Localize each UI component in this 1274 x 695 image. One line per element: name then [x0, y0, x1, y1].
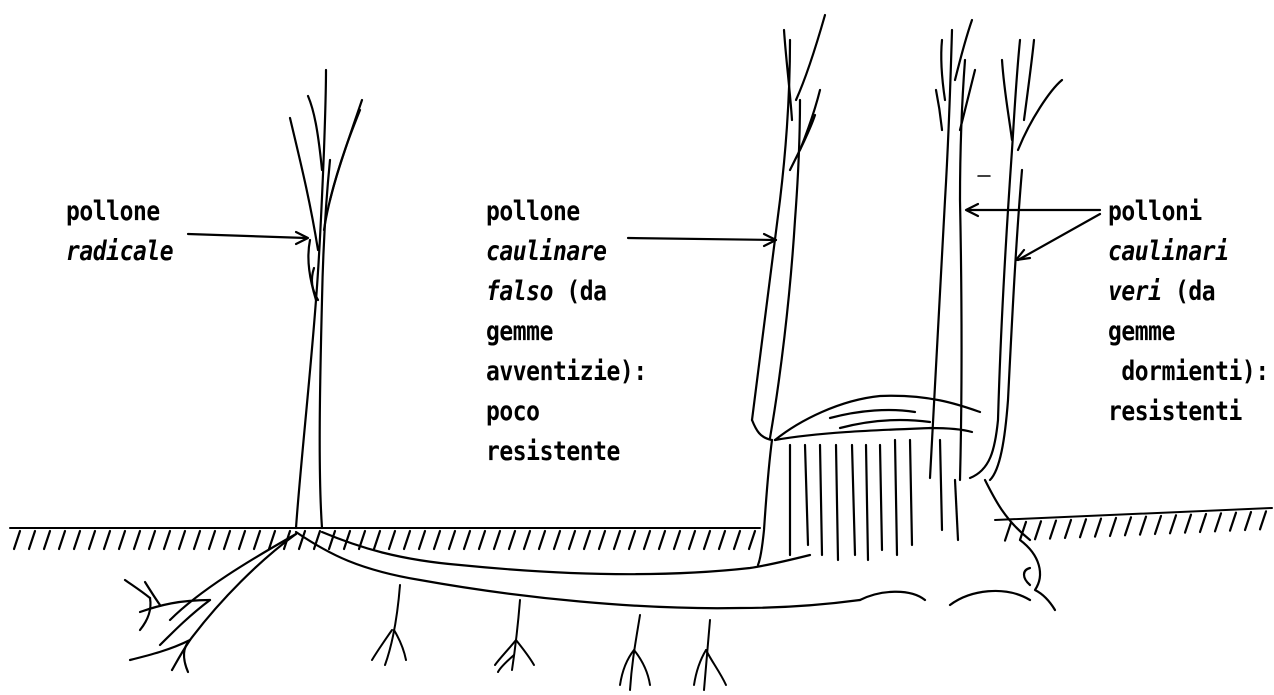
hatch-stroke — [1215, 513, 1221, 531]
hatch-stroke — [464, 531, 470, 549]
hatch-stroke — [224, 531, 230, 549]
hatch-stroke — [239, 531, 245, 549]
rootlets — [372, 585, 726, 690]
hatch-stroke — [89, 531, 95, 549]
hatch-stroke — [419, 531, 425, 549]
hatch-stroke — [734, 531, 740, 549]
hatch-stroke — [74, 531, 80, 549]
arrow-falso — [628, 238, 776, 240]
hatch-stroke — [14, 531, 20, 549]
hatch-stroke — [104, 531, 110, 549]
arrow-radicale — [188, 234, 306, 238]
hatch-stroke — [524, 531, 530, 549]
hatch-stroke — [1260, 511, 1266, 529]
hatch-stroke — [704, 531, 710, 549]
hatch-stroke — [194, 531, 200, 549]
label-true-shoots: polloni caulinari veri (da gemme dormien… — [1108, 192, 1269, 432]
hatch-stroke — [659, 531, 665, 549]
hatch-stroke — [209, 531, 215, 549]
hatch-stroke — [1110, 518, 1116, 536]
label-false-line7: resistente — [486, 432, 647, 472]
hatch-stroke — [164, 531, 170, 549]
hatch-stroke — [494, 531, 500, 549]
label-false-line2: caulinare — [486, 236, 607, 267]
hatch-stroke — [1080, 519, 1086, 537]
label-false-line3-italic: falso — [486, 276, 553, 307]
label-false-shoot: pollone caulinare falso (da gemme avvent… — [486, 192, 647, 472]
label-false-line1: pollone — [486, 192, 647, 232]
hatch-stroke — [434, 531, 440, 549]
tree-stump — [758, 396, 1055, 610]
label-false-line5: avventizie): — [486, 352, 647, 392]
hatch-stroke — [554, 531, 560, 549]
hatch-stroke — [1140, 517, 1146, 535]
hatch-stroke — [29, 531, 35, 549]
hatch-stroke — [1230, 513, 1236, 531]
label-false-line4: gemme — [486, 312, 647, 352]
true-shoots — [930, 20, 1062, 540]
hatch-stroke — [674, 531, 680, 549]
label-true-line1: polloni — [1108, 192, 1269, 232]
hatch-stroke — [584, 531, 590, 549]
hatch-stroke — [1125, 517, 1131, 535]
label-true-line6: resistenti — [1108, 392, 1269, 432]
hatch-stroke — [1065, 520, 1071, 538]
hatch-stroke — [1245, 512, 1251, 530]
hatch-stroke — [449, 531, 455, 549]
hatch-stroke — [329, 531, 335, 549]
hatch-stroke — [1170, 515, 1176, 533]
label-false-line6: poco — [486, 392, 647, 432]
ground-surface — [10, 508, 1272, 549]
hatch-stroke — [599, 531, 605, 549]
hatch-stroke — [119, 531, 125, 549]
hatch-stroke — [374, 531, 380, 549]
hatch-stroke — [1035, 521, 1041, 539]
label-true-line3-italic: veri — [1108, 276, 1162, 307]
hatch-stroke — [539, 531, 545, 549]
hatch-stroke — [749, 531, 755, 549]
label-root-sucker: pollone radicale — [66, 192, 173, 272]
hatch-stroke — [404, 531, 410, 549]
hatch-stroke — [59, 531, 65, 549]
label-true-line2: caulinari — [1108, 236, 1229, 267]
hatch-stroke — [389, 531, 395, 549]
hatch-stroke — [644, 531, 650, 549]
label-root-sucker-line2: radicale — [66, 236, 173, 267]
hatch-stroke — [1185, 515, 1191, 533]
hatch-stroke — [1050, 521, 1056, 539]
hatch-stroke — [479, 531, 485, 549]
hatch-stroke — [179, 531, 185, 549]
label-true-line3-rest: (da — [1162, 276, 1216, 307]
root-sucker-shoot — [290, 70, 362, 528]
false-shoot — [752, 15, 825, 440]
hatch-stroke — [1200, 514, 1206, 532]
label-root-sucker-line1: pollone — [66, 192, 173, 232]
hatch-stroke — [254, 531, 260, 549]
hatch-stroke — [149, 531, 155, 549]
label-false-line3-rest: (da — [553, 276, 607, 307]
hatch-stroke — [719, 531, 725, 549]
hatch-stroke — [1005, 523, 1011, 541]
arrow-veri-bottom — [1018, 214, 1100, 260]
hatch-stroke — [629, 531, 635, 549]
hatch-stroke — [569, 531, 575, 549]
hatch-stroke — [509, 531, 515, 549]
hatch-stroke — [134, 531, 140, 549]
label-true-line5: dormienti): — [1108, 352, 1269, 392]
hatch-stroke — [614, 531, 620, 549]
lateral-root — [125, 532, 860, 672]
hatch-stroke — [1095, 519, 1101, 537]
hatch-stroke — [1155, 516, 1161, 534]
hatch-stroke — [44, 531, 50, 549]
hatch-stroke — [689, 531, 695, 549]
label-true-line4: gemme — [1108, 312, 1269, 352]
